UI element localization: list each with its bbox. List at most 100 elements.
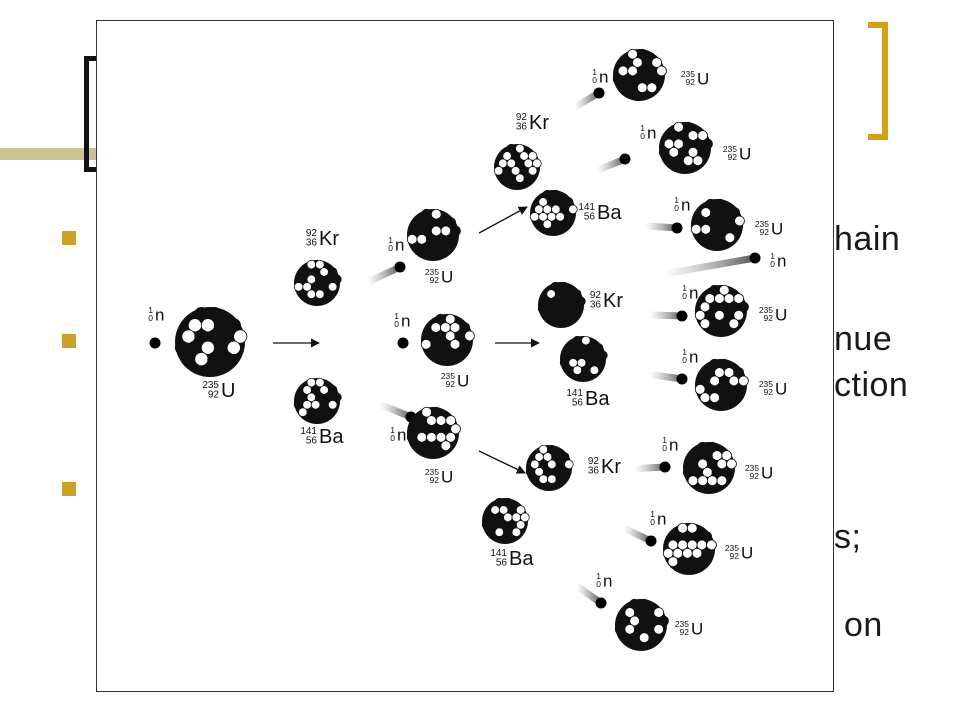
isotope-atomic-number: 0 [682, 355, 687, 365]
neutron [641, 222, 683, 234]
isotope-symbol: U [691, 620, 703, 639]
isotope-atomic-number: 0 [388, 243, 393, 253]
isotope-atomic-number: 92 [764, 387, 774, 397]
isotope-atomic-number: 0 [662, 443, 667, 453]
neutron [660, 252, 761, 278]
neutron-trail [660, 254, 759, 278]
isotope-mass-number: 141 [578, 202, 595, 213]
neutron [631, 461, 671, 473]
isotope-mass-number: 1 [592, 67, 597, 77]
nucleus [537, 281, 586, 328]
isotope-atomic-number: 36 [306, 237, 318, 248]
isotope-mass-number: 235 [745, 463, 759, 473]
isotope-mass-number: 235 [759, 305, 773, 315]
isotope-mass-number: 141 [566, 388, 583, 399]
isotope-mass-number: 235 [725, 543, 739, 553]
isotope-mass-number: 235 [681, 69, 695, 79]
isotope-mass-number: 1 [640, 123, 645, 133]
isotope-mass-number: 1 [674, 195, 679, 205]
isotope-symbol: U [775, 380, 787, 399]
isotope-atomic-number: 92 [430, 275, 440, 285]
isotope-mass-number: 1 [388, 235, 393, 245]
isotope-atomic-number: 36 [516, 121, 528, 132]
isotope-atomic-number: 92 [760, 227, 770, 237]
neutron-dot [595, 597, 607, 609]
neutron [363, 261, 406, 286]
bullet-marker [62, 482, 76, 496]
isotope-atomic-number: 92 [680, 627, 690, 637]
isotope-symbol: n [395, 236, 404, 255]
isotope-mass-number: 235 [202, 380, 219, 391]
isotope-symbol: U [775, 306, 787, 325]
isotope-mass-number: 1 [394, 311, 399, 321]
isotope-atomic-number: 56 [496, 557, 508, 568]
isotope-mass-number: 1 [682, 283, 687, 293]
isotope-atomic-number: 0 [394, 319, 399, 329]
isotope-symbol: U [441, 468, 453, 487]
nucleus [493, 143, 542, 190]
isotope-mass-number: 1 [596, 571, 601, 581]
isotope-atomic-number: 0 [674, 203, 679, 213]
isotope-atomic-number: 36 [590, 299, 602, 310]
isotope-atomic-number: 92 [728, 152, 738, 162]
isotope-atomic-number: 0 [770, 259, 775, 269]
isotope-symbol: Ba [597, 202, 622, 224]
isotope-mass-number: 92 [590, 290, 602, 301]
isotope-mass-number: 235 [441, 371, 455, 381]
neutron-dot [619, 153, 631, 165]
isotope-atomic-number: 56 [584, 211, 596, 222]
nucleus [406, 208, 461, 261]
isotope-mass-number: 1 [662, 435, 667, 445]
isotope-atomic-number: 0 [650, 517, 655, 527]
isotope-mass-number: 235 [425, 267, 439, 277]
nucleus [420, 313, 475, 366]
neutron [646, 310, 688, 322]
isotope-symbol: U [457, 372, 469, 391]
reaction-arrow [478, 206, 528, 234]
isotope-mass-number: 235 [723, 144, 737, 154]
neutron-dot [645, 535, 657, 547]
nucleus [406, 406, 461, 459]
isotope-mass-number: 141 [300, 426, 317, 437]
nucleus [690, 198, 745, 251]
bullet-text-fragment: ction [834, 366, 909, 404]
title-bracket-right [868, 22, 888, 140]
nucleus [559, 335, 608, 382]
isotope-mass-number: 1 [650, 509, 655, 519]
isotope-mass-number: 235 [755, 219, 769, 229]
isotope-atomic-number: 56 [306, 435, 318, 446]
isotope-symbol: n [647, 124, 656, 143]
isotope-mass-number: 92 [588, 456, 600, 467]
isotope-mass-number: 1 [390, 425, 395, 435]
nucleus [694, 358, 749, 411]
isotope-symbol: n [603, 572, 612, 591]
bullet-text-fragment: hain [834, 220, 901, 258]
isotope-symbol: n [397, 426, 406, 445]
neutron [593, 153, 631, 174]
neutron [620, 524, 657, 547]
isotope-symbol: U [697, 70, 709, 89]
isotope-symbol: U [761, 464, 773, 483]
isotope-symbol: n [777, 252, 786, 271]
